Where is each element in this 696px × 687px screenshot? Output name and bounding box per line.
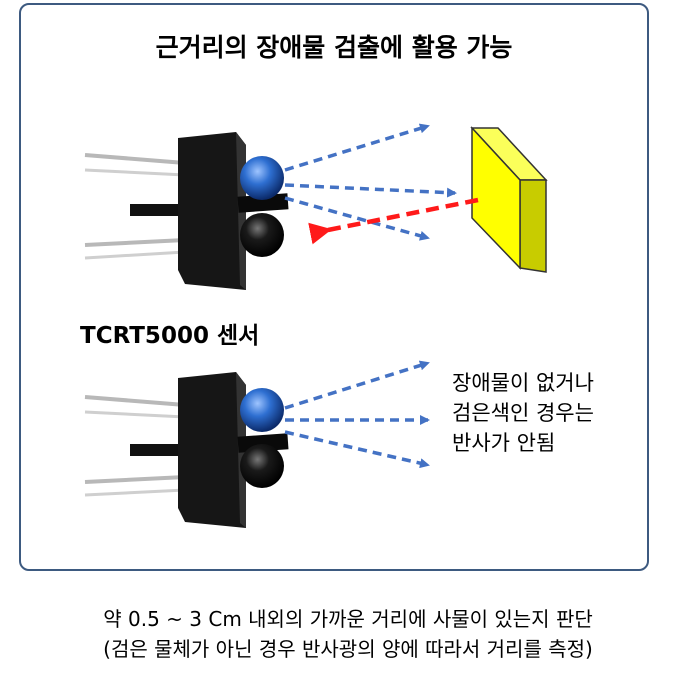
obstacle-block-icon: [470, 126, 548, 273]
no-reflection-note: 장애물이 없거나 검은색인 경우는 반사가 안됨: [452, 368, 652, 458]
emitted-rays-bottom: [284, 360, 430, 469]
receiver-lens: [240, 213, 284, 257]
note-line: 반사가 안됨: [452, 431, 556, 455]
caption-line: (검은 물체가 아닌 경우 반사광의 양에 따라서 거리를 측정): [103, 637, 593, 661]
reflected-ray: [308, 197, 479, 245]
caption-line: 약 0.5 ~ 3 Cm 내외의 가까운 거리에 사물이 있는지 판단: [103, 607, 593, 631]
note-line: 장애물이 없거나: [452, 371, 594, 395]
sensor-label: TCRT5000 센서: [80, 323, 260, 349]
diagram-title: 근거리의 장애물 검출에 활용 가능: [155, 33, 513, 62]
caption: 약 0.5 ~ 3 Cm 내외의 가까운 거리에 사물이 있는지 판단 (검은 …: [0, 604, 696, 664]
note-line: 검은색인 경우는: [452, 401, 594, 425]
diagram-frame: [19, 3, 649, 571]
receiver-lens: [240, 444, 284, 488]
emitter-lens: [240, 156, 284, 200]
emitter-lens: [240, 388, 284, 432]
ir-sensor-icon: [84, 372, 289, 528]
ir-sensor-icon: [84, 132, 289, 290]
emitted-rays-top: [284, 123, 457, 241]
